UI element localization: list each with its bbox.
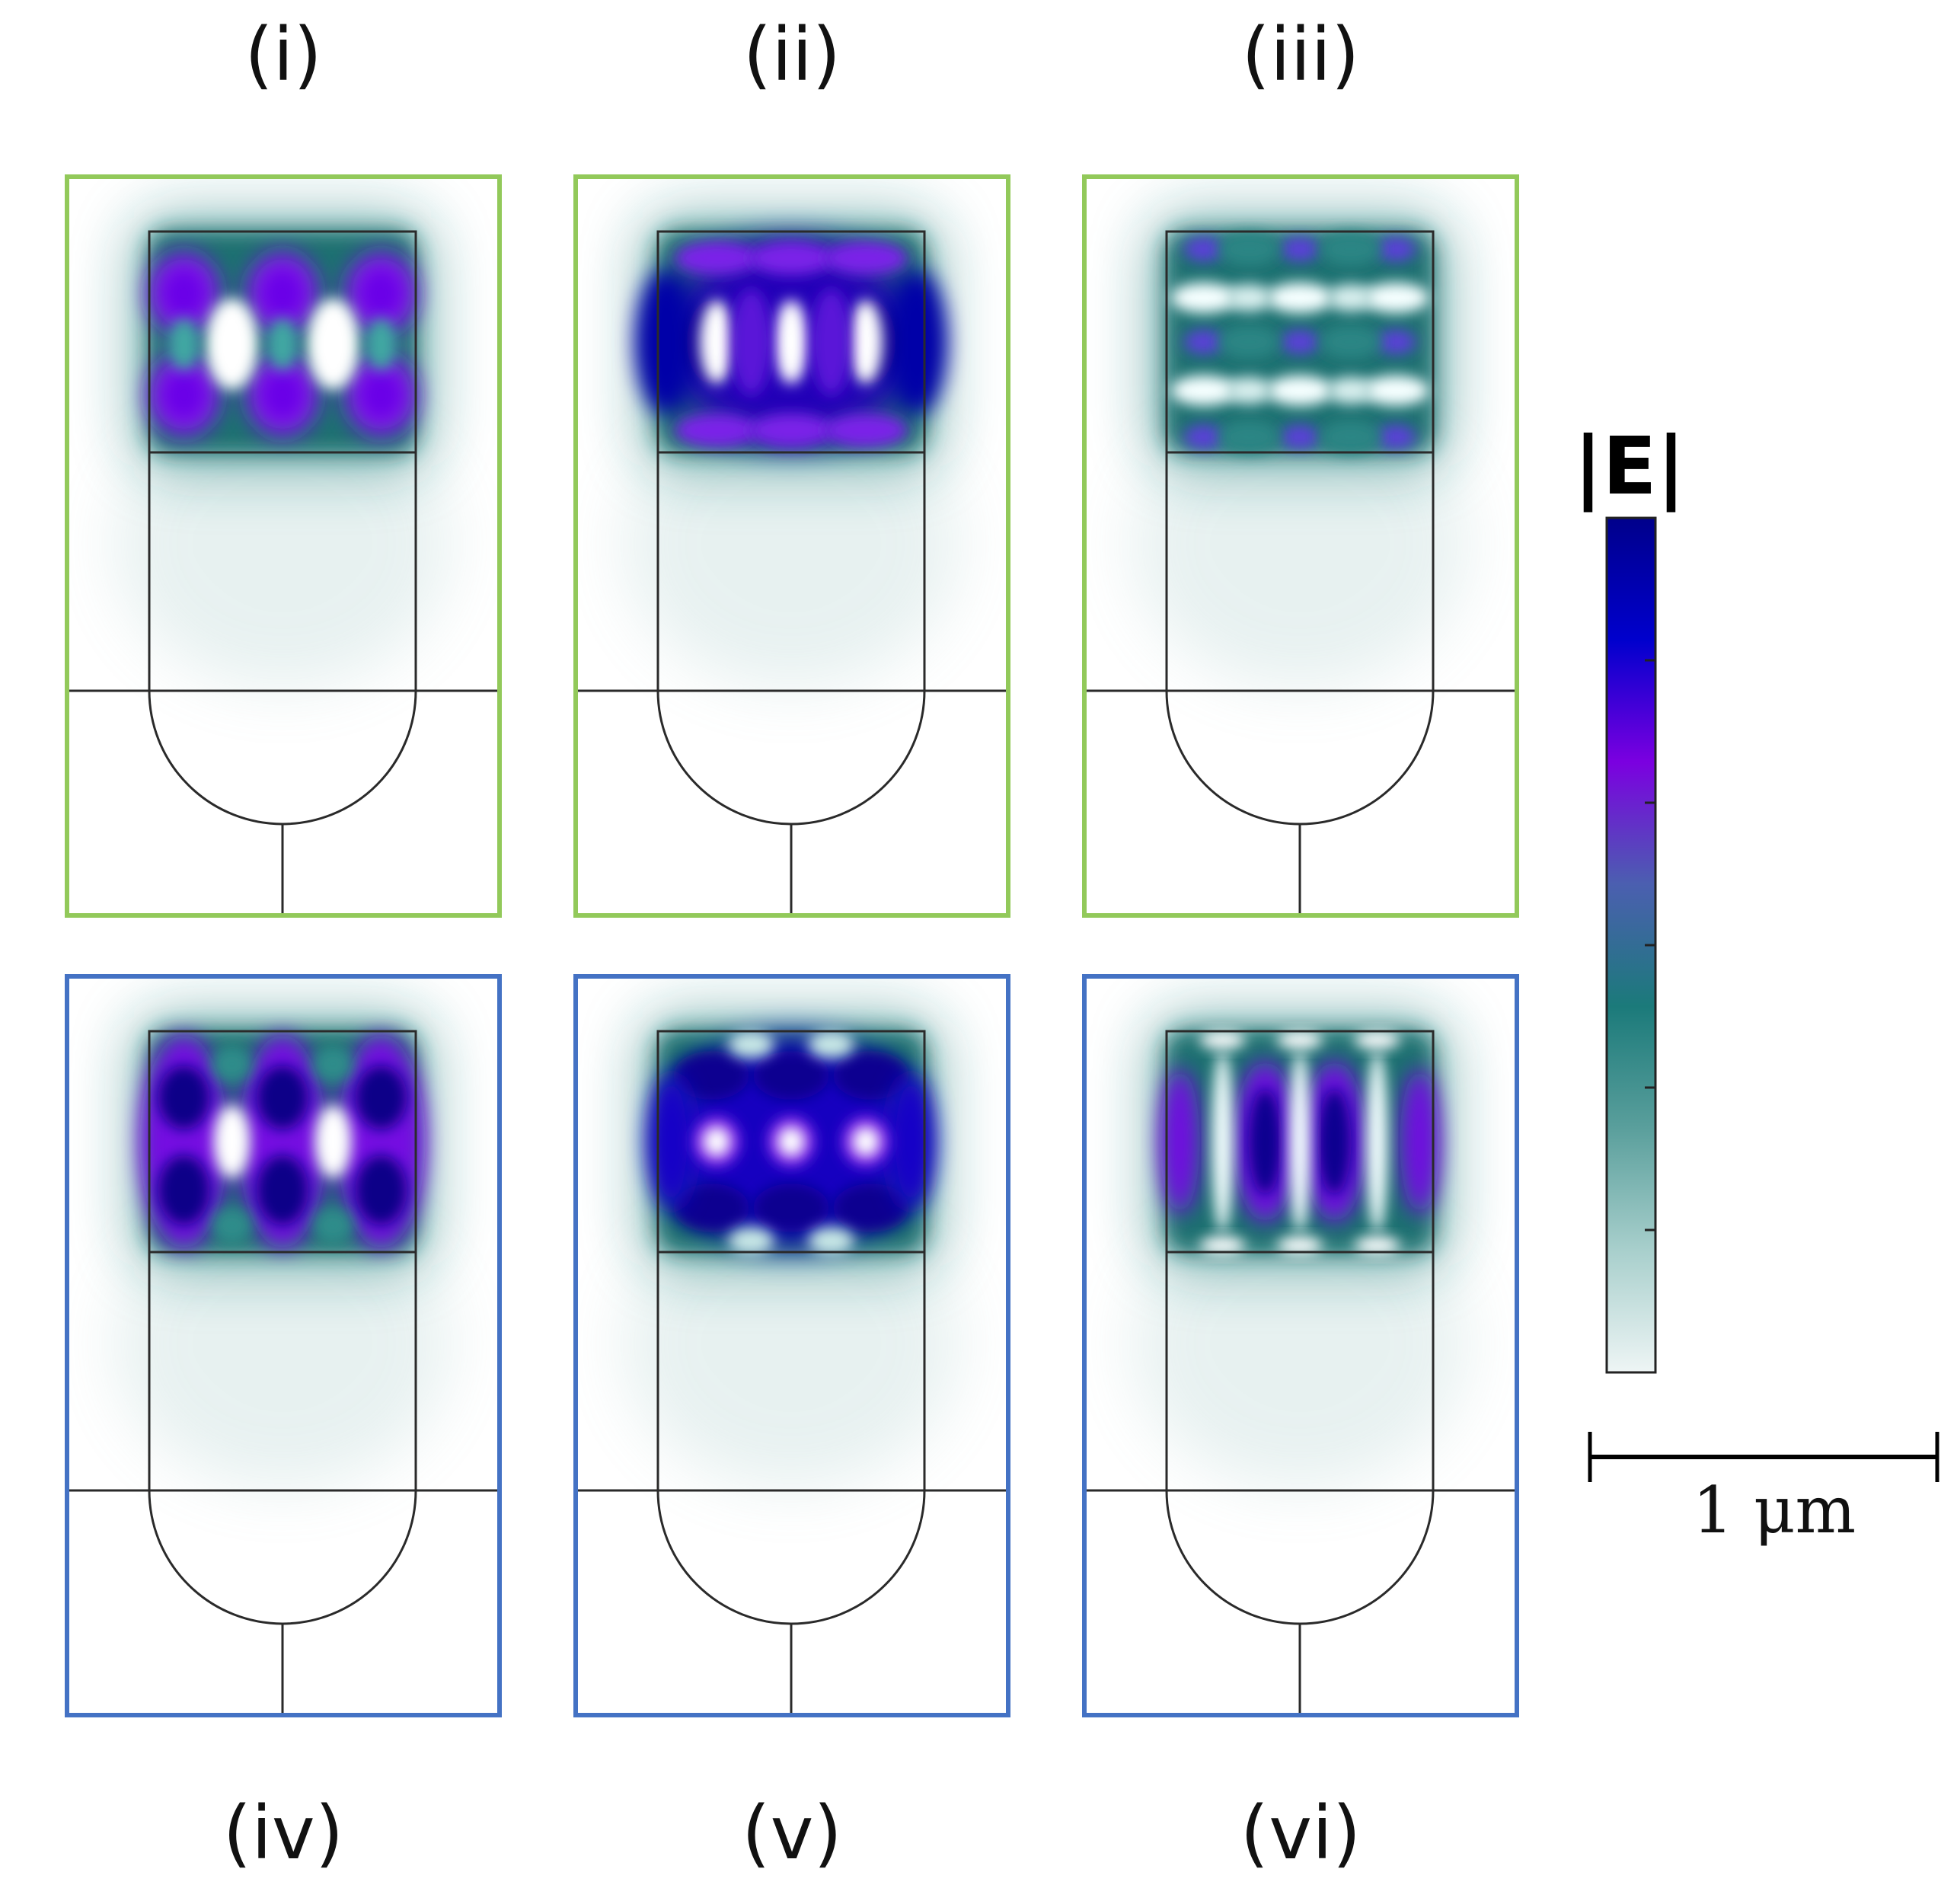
colorbar: |E| — [1573, 420, 1686, 1374]
panel-label-v: (v) — [742, 1791, 842, 1876]
panel-frame — [1082, 174, 1519, 918]
panel-frame — [573, 974, 1010, 1717]
field-panel-v — [573, 974, 1010, 1717]
panel-frame — [65, 174, 502, 918]
colorbar-ticks — [1645, 659, 1655, 1232]
panel-frame — [1082, 974, 1519, 1717]
field-panel-ii — [573, 174, 1010, 918]
panel-label-ii: (ii) — [743, 12, 841, 97]
scale-bar-label: 1 μm — [1693, 1473, 1856, 1548]
colorbar-title: |E| — [1573, 420, 1685, 513]
panel-frame — [573, 174, 1010, 918]
panel-label-iv: (iv) — [223, 1791, 343, 1876]
scale-bar: 1 μm — [1588, 1432, 1939, 1548]
panel-frame — [65, 974, 502, 1717]
field-panel-iii — [1082, 174, 1519, 918]
panel-label-vi: (vi) — [1240, 1791, 1361, 1876]
field-panel-vi — [1082, 974, 1519, 1717]
field-panel-iv — [65, 974, 502, 1717]
panel-label-iii: (iii) — [1242, 12, 1360, 97]
panel-label-i: (i) — [244, 12, 322, 97]
panel-grid — [65, 174, 1519, 1717]
field-panel-i — [65, 174, 502, 918]
